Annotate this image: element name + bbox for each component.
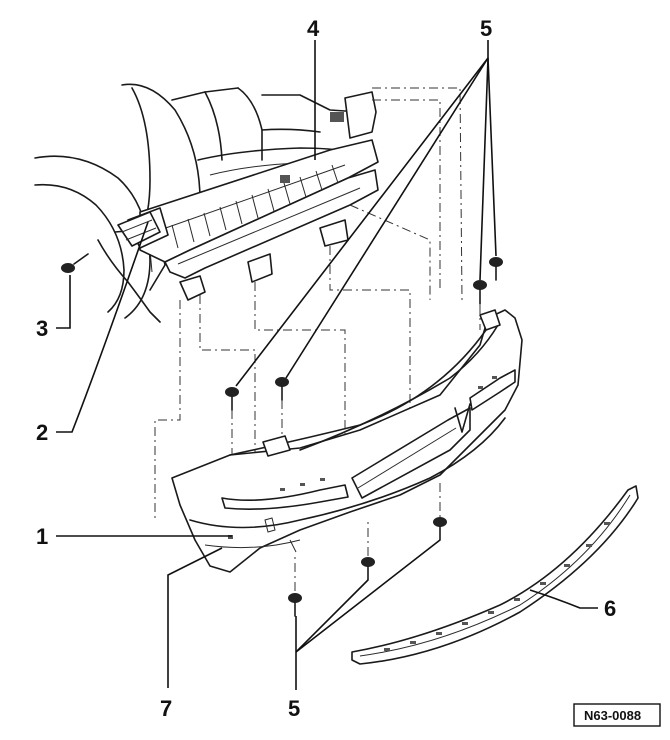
bolt [288, 593, 302, 617]
callout-6: 6 [604, 596, 616, 621]
callout-4: 4 [307, 16, 320, 41]
callout-1: 1 [36, 524, 48, 549]
rear-bumper-cover [171, 309, 523, 573]
bolt [225, 387, 239, 411]
bumper-carrier-bracket [127, 91, 379, 301]
bolt-item-3 [61, 253, 89, 273]
assembly-guide-lines [154, 87, 481, 610]
bumper-trim-strip [351, 485, 639, 665]
callout-labels: 4 5 3 2 1 6 7 5 [36, 16, 616, 721]
callout-7: 7 [160, 696, 172, 721]
bolt-group-item-5 [225, 257, 503, 617]
figure-id-box: N63-0088 [573, 703, 661, 727]
callout-3: 3 [36, 316, 48, 341]
callout-5-bottom: 5 [288, 696, 300, 721]
callout-2: 2 [36, 420, 48, 445]
figure-id: N63-0088 [584, 708, 641, 723]
bolt [489, 257, 503, 281]
bolt [275, 377, 289, 401]
callout-5-top: 5 [480, 16, 492, 41]
bolt [361, 557, 375, 581]
leader-lines [56, 40, 598, 690]
bolt [473, 280, 487, 305]
bolt [433, 517, 447, 541]
bumper-guide-bracket [117, 211, 161, 247]
